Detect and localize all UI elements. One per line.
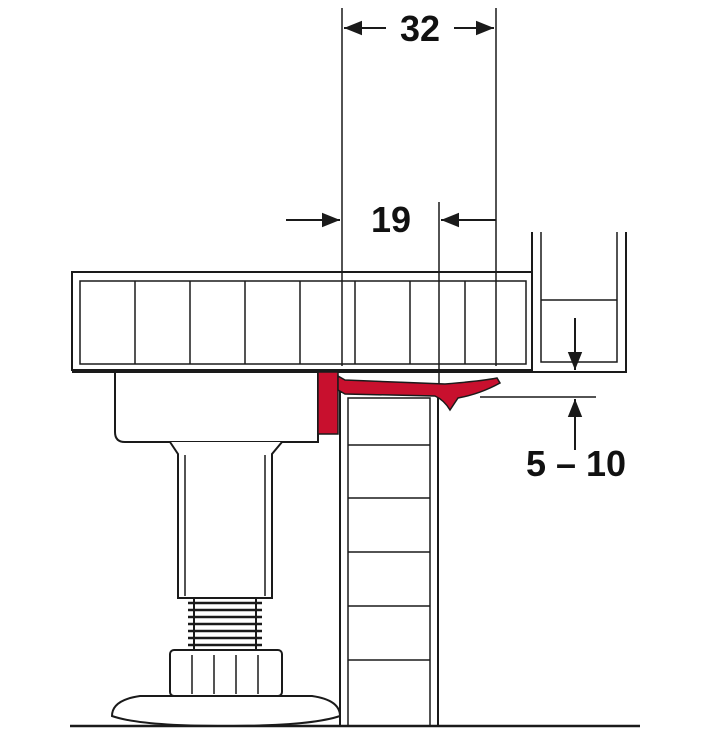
dimension-19-label: 19 <box>371 199 411 240</box>
dimension-32-label: 32 <box>400 8 440 49</box>
plinth-clip <box>317 371 502 435</box>
dimension-32: 32 <box>344 8 494 49</box>
dimension-gap-label: 5 – 10 <box>526 443 626 484</box>
extension-lines <box>341 8 596 398</box>
cabinet-base-panel <box>71 271 533 371</box>
leveling-foot <box>105 371 342 728</box>
dimension-gap: 5 – 10 <box>526 318 626 484</box>
dimension-19: 19 <box>286 199 496 240</box>
plinth-panel <box>339 391 439 727</box>
